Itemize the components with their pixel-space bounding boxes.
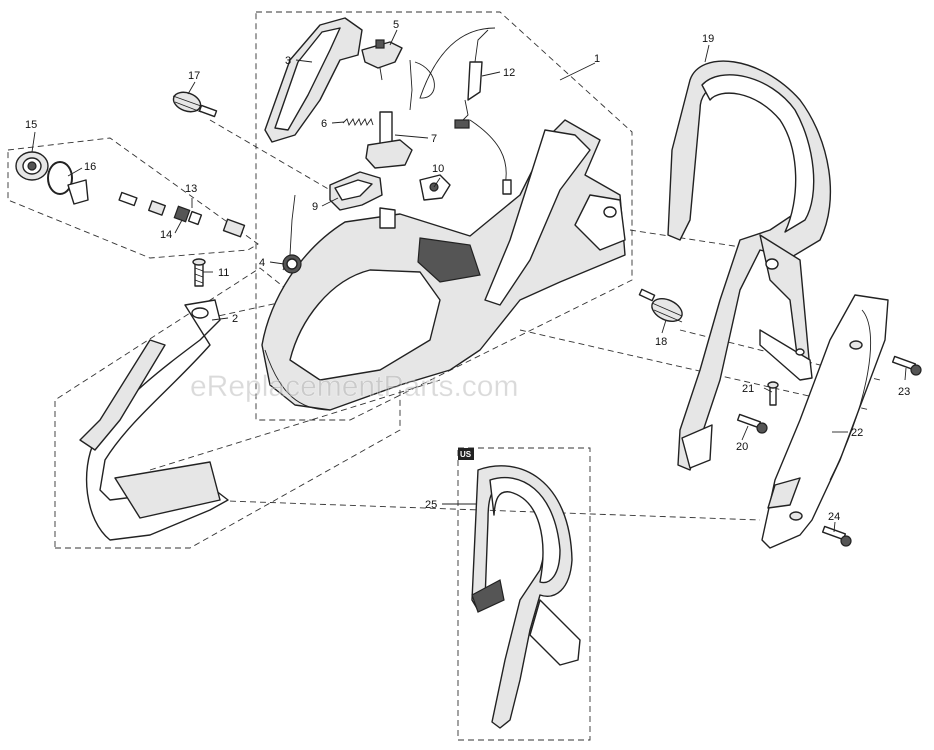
callout-10: 10 [432, 163, 444, 175]
part-6-spring [342, 117, 374, 127]
part-21-screw [767, 381, 779, 406]
callout-labels: 1 2 3 4 5 6 7 8 9 10 11 12 13 14 15 16 1… [25, 19, 910, 523]
part-17-rubber-mount [172, 91, 218, 118]
callout-7: 7 [431, 133, 437, 145]
part-13-14-small-parts [118, 191, 246, 238]
part-11-screw [192, 258, 206, 287]
part-10-switch [419, 174, 451, 201]
part-22-cover-plate [761, 294, 889, 549]
callout-16: 16 [84, 161, 96, 173]
part-7-throttle-rod [365, 59, 413, 169]
part-24-screw [821, 525, 852, 547]
part-25-us-handle [471, 465, 581, 729]
callout-21: 21 [742, 383, 754, 395]
part-8-cable [414, 27, 512, 195]
us-badge-label: US [460, 450, 472, 459]
callout-13: 13 [185, 183, 197, 195]
part-18-rubber-mount [638, 288, 683, 323]
callout-17: 17 [188, 70, 200, 82]
callout-12: 12 [503, 67, 515, 79]
callout-11: 11 [218, 267, 229, 279]
part-15-filter-cap [15, 151, 49, 181]
assembly-outline-main [255, 11, 633, 421]
callout-1: 1 [594, 53, 600, 65]
callout-9: 9 [312, 201, 318, 213]
kit-outline-25 [457, 447, 591, 741]
us-region-badge: US [458, 448, 474, 460]
part-1-housing [261, 119, 626, 411]
assembly-outline-filter [7, 137, 259, 259]
callout-20: 20 [736, 441, 748, 453]
callout-2: 2 [232, 313, 238, 325]
callout-24: 24 [828, 511, 840, 523]
callout-18: 18 [655, 336, 667, 348]
part-20-screw [736, 413, 768, 434]
part-4-spring [282, 194, 302, 274]
callout-19: 19 [702, 33, 714, 45]
watermark-text: eReplacementParts.com [190, 370, 518, 403]
part-5-lever [361, 39, 403, 81]
part-9-filter-cover [329, 171, 383, 211]
callout-5: 5 [393, 19, 399, 31]
callout-23: 23 [898, 386, 910, 398]
part-16-oring [47, 161, 89, 205]
alignment-lines [149, 119, 881, 521]
callout-25: 25 [425, 499, 437, 511]
callout-3: 3 [285, 55, 291, 67]
callout-22: 22 [851, 427, 863, 439]
part-23-screw [891, 355, 922, 376]
part-3-trigger-cover [264, 17, 363, 143]
part-19-rear-handle [667, 60, 832, 471]
callout-14: 14 [160, 229, 172, 241]
leader-lines [31, 29, 907, 533]
callout-4: 4 [259, 257, 265, 269]
callout-6: 6 [321, 118, 327, 130]
part-2-handle-guard [79, 299, 229, 541]
part-12-switch-cable [454, 29, 489, 129]
callout-15: 15 [25, 119, 37, 131]
